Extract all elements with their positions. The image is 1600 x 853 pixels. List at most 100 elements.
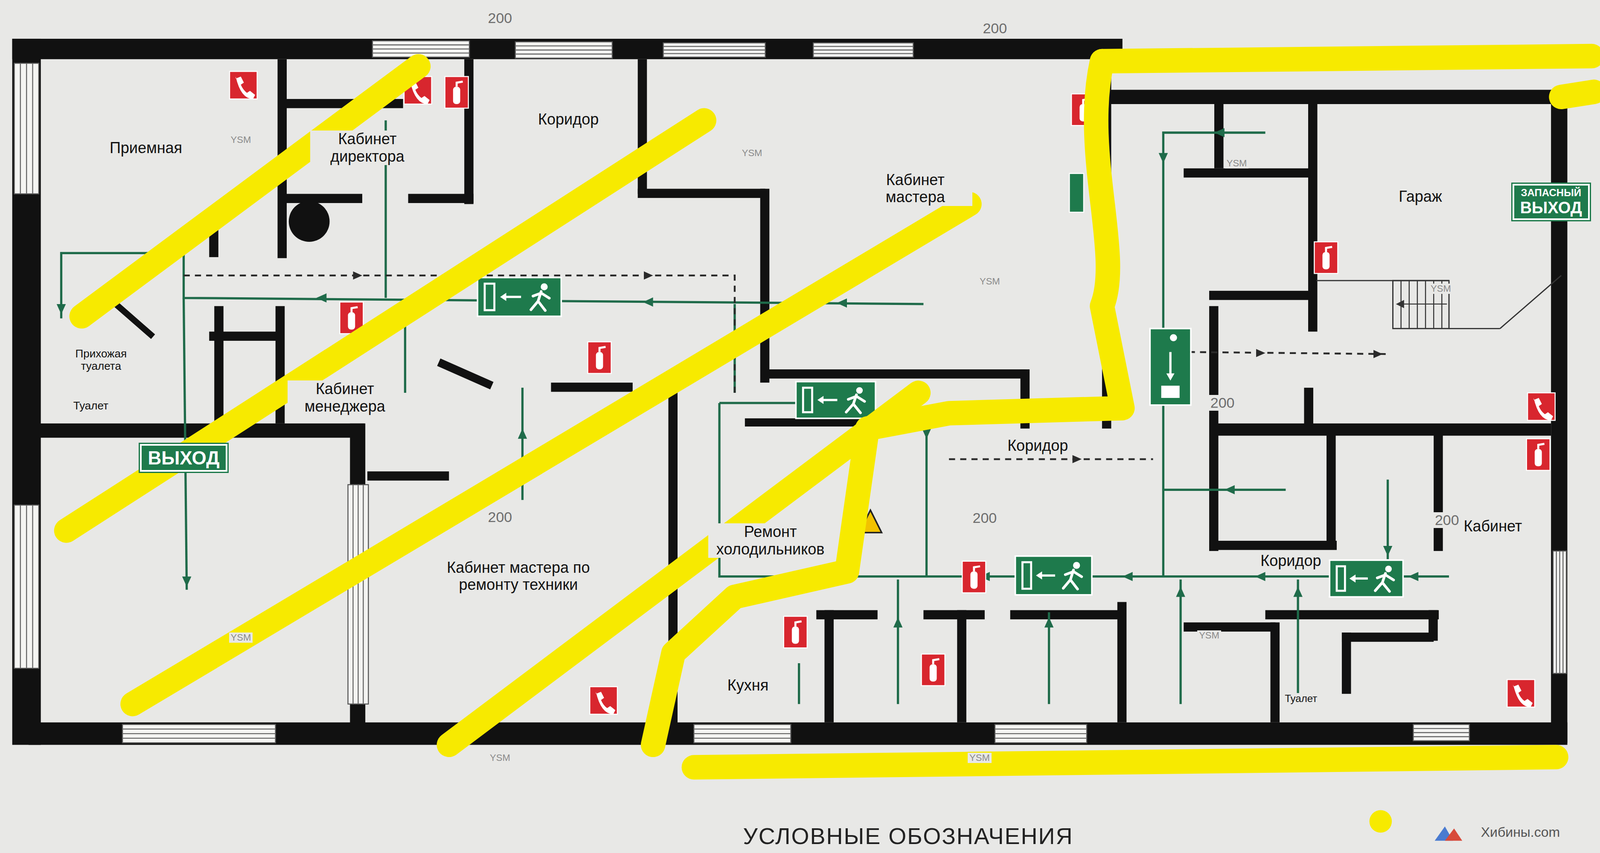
wall [1214,423,1551,437]
exit-sign [1329,560,1403,597]
watermark-label: YSM [488,753,512,764]
window [663,42,766,57]
exit-figure-head [540,283,548,291]
room-label: Коридор [1004,437,1071,455]
room-name: ВЫХОД [147,447,220,469]
wall [1209,541,1337,551]
wall [1010,610,1123,620]
door-wall [112,301,154,338]
route-line [896,579,899,705]
exit-sign [1149,328,1191,405]
walls [12,38,1568,746]
extinguisher-icon [1526,439,1551,471]
marker-stroke [81,66,419,317]
window-line [813,52,914,54]
dimension-label: 200 [486,509,515,526]
wall [637,189,766,199]
exit-arrow-head [1349,574,1356,583]
watermark-label: YSM [229,632,254,643]
exit-door-inner [1337,567,1344,591]
stair-line [1316,279,1449,282]
route-dashed [948,458,1153,460]
extinguisher-nozzle [1326,247,1333,253]
room-name: Кабинет мастера по ремонту техники [442,559,596,594]
stair-arrow-head [1396,299,1405,309]
room-name: Кабинет мастера [858,171,973,207]
window-line [20,63,21,194]
wall [1117,602,1127,723]
wall [824,610,834,723]
route-arrow [1175,587,1186,598]
extinguisher-nozzle [599,346,606,352]
watermark-label: YSM [977,276,1002,287]
wall [1433,433,1443,552]
route-dashed [1188,352,1388,355]
window [14,63,39,194]
extinguisher-nozzle [974,566,981,572]
window-line [1559,551,1560,674]
extinguisher-body [348,312,356,330]
route-arrow [1072,455,1083,464]
wall [765,369,1026,379]
route-arrow [56,304,67,315]
wall [408,194,474,204]
watermark-label: YSM [1224,158,1249,169]
marker-stroke [1561,91,1595,97]
window-line [122,728,276,730]
window-line [693,738,791,739]
room-name: Приемная [107,139,185,157]
window [994,724,1087,744]
wall [1270,622,1280,723]
room-label: Туалет [1282,693,1320,705]
extinguisher-body [970,571,978,590]
windows [14,40,1567,744]
room-label: Прихожая туалета [64,347,138,373]
window-line [362,484,364,704]
route-arrow [1044,617,1054,628]
exit-sign [477,277,562,317]
extinguisher-body [791,626,800,645]
dimension-label: 200 [980,20,1009,37]
exit-figure-body [530,291,550,311]
wall [550,382,633,393]
extinguisher-body [596,352,604,370]
window-line [357,484,359,704]
marker-dot [1369,810,1393,834]
exit-arrow-head [500,293,507,302]
route-arrow [1373,350,1383,359]
window-line [515,45,613,47]
window-line [663,49,766,51]
wall [760,189,770,384]
window-line [813,46,914,47]
extinguisher-icon [962,561,986,594]
phone-icon [1506,679,1535,708]
window [1413,724,1470,742]
room-label: Кабинет [1460,517,1525,536]
window [693,724,791,744]
marker-stroke [693,757,1557,768]
wall [12,38,41,746]
room-label: Туалет [70,399,111,413]
phone-handset [1533,398,1554,421]
route-arrow [1383,546,1393,557]
room-name: Кухня [724,677,771,695]
route-arrow [1293,587,1303,598]
window-line [994,738,1087,739]
window-line [372,52,470,54]
exit-door-inner [804,388,812,412]
phone-handset [1513,684,1533,708]
stairs [1316,275,1562,329]
stair-line [1448,328,1501,330]
window-line [26,505,27,669]
window-line [372,44,470,46]
exit-figure-head [1073,561,1080,569]
window [348,484,369,704]
window-line [813,49,914,51]
window-line [663,46,766,47]
dimension-label: 200 [971,510,999,527]
exit-arrow-head [817,395,824,405]
watermark-logo [1444,829,1463,842]
room-name: Кабинет менеджера [287,380,402,416]
route-arrow [352,271,363,280]
